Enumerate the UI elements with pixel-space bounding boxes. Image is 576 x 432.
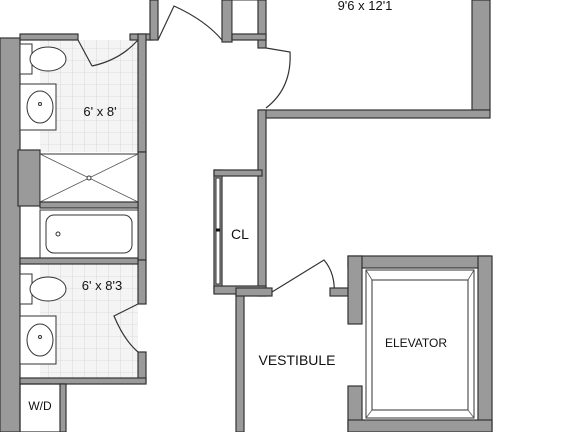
bedroom-door — [265, 47, 291, 109]
closet-top-wall-left — [221, 0, 233, 43]
elevator-label: ELEVATOR — [385, 336, 447, 350]
closet-top-bottom-wall — [231, 33, 267, 41]
bath-1-dims-label: 6' x 8' — [83, 104, 116, 119]
closet-cl-top-wall — [213, 169, 263, 177]
closet-top-wall-right — [257, 0, 267, 49]
bath-2-dims-label: 6' x 8'3 — [82, 278, 122, 293]
elevator-shaft-left-upper — [347, 255, 363, 325]
vestibule-label: VESTIBULE — [258, 352, 335, 368]
vestibule-top-wall-right — [329, 287, 349, 297]
upper-left-wall — [149, 0, 159, 41]
elevator-shaft-top — [347, 255, 491, 269]
shower-drain — [86, 175, 92, 181]
bedroom-bottom-wall — [259, 109, 491, 119]
drain-2 — [38, 335, 42, 339]
vestibule-left-wall — [235, 293, 245, 432]
hall-door-top — [157, 5, 223, 41]
bath-divider — [19, 257, 139, 265]
vestibule-top-wall-left — [235, 287, 273, 297]
elevator-car-inner — [371, 279, 469, 411]
bath-hall-wall-upper — [137, 33, 147, 153]
exterior-wall-left — [0, 37, 21, 432]
toilet-bowl-2 — [29, 276, 67, 302]
bedroom-dims-label: 9'6 x 12'1 — [338, 0, 393, 13]
elevator-shaft-bottom — [347, 419, 493, 432]
exterior-wall-left-notch — [17, 149, 41, 207]
sink-2 — [26, 323, 54, 357]
hall-right-wall — [257, 109, 267, 297]
bath-2-door — [113, 303, 139, 353]
laundry-label: W/D — [28, 399, 52, 413]
bath-hall-wall-lower — [137, 259, 147, 305]
vestibule-door — [271, 259, 335, 297]
elevator-shaft-right — [477, 255, 493, 432]
shower-tub-divider — [39, 201, 139, 209]
bath-1-door — [77, 39, 139, 67]
bath-1-top-wall — [19, 33, 79, 41]
elevator-car-corners — [365, 269, 475, 419]
bedroom-right-wall — [471, 0, 491, 111]
bath-2-bottom-wall — [19, 377, 147, 385]
bath-hall-wall-middle — [137, 151, 147, 261]
bathtub-inner — [45, 214, 133, 254]
closet-top — [231, 0, 263, 35]
laundry-divider — [59, 383, 67, 432]
closet-label: CL — [231, 226, 249, 242]
tub-drain — [55, 231, 61, 237]
toilet-bowl-1 — [29, 46, 67, 72]
sink-1 — [26, 90, 54, 124]
drain-1 — [38, 102, 42, 106]
